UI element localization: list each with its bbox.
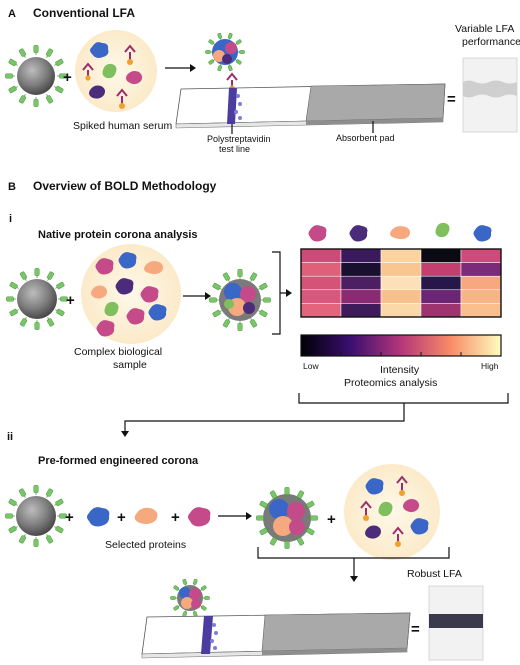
intensity-colorbar (300, 334, 502, 357)
nanoparticle-icon (6, 268, 68, 330)
heatmap-cell (380, 262, 422, 277)
serum-label: Spiked human serum (73, 120, 172, 132)
variable-band (463, 80, 517, 98)
streptavidin-icon (234, 94, 242, 120)
robust-band (429, 614, 483, 628)
heatmap-cell (380, 275, 422, 291)
proteomics-label: Proteomics analysis (344, 377, 437, 389)
heatmap-cell (420, 262, 462, 277)
corona-nanoparticle-icon (209, 269, 271, 331)
heatmap-cell (420, 248, 462, 263)
heatmap-cell (300, 303, 342, 318)
test-line (227, 88, 237, 124)
coated-nanoparticle-icon (205, 32, 245, 72)
bracket-proteomics (124, 393, 509, 432)
spiked-serum-icon (75, 30, 157, 112)
nanoparticle-icon (5, 485, 67, 547)
robust-label: Robust LFA (407, 568, 462, 580)
heatmap-cell (420, 289, 462, 304)
heatmap-cell (340, 289, 382, 304)
test-line (201, 616, 213, 654)
heatmap-cell (460, 248, 502, 263)
variable-label-2: performance (462, 36, 520, 48)
heatmap-cell (380, 289, 422, 304)
serum-circle-ii-icon (344, 464, 440, 560)
selected-protein-orange-icon (134, 507, 158, 524)
engineered-corona-icon (256, 487, 318, 549)
selected-proteins-label: Selected proteins (105, 539, 186, 551)
heatmap-cell (340, 303, 382, 318)
step-ii-numeral: ii (7, 431, 13, 443)
heatmap-cell (340, 262, 382, 277)
selected-protein-blue-icon (87, 507, 110, 527)
panel-a-title: Conventional LFA (33, 6, 135, 20)
sample-label-2: sample (113, 359, 147, 371)
lfa-strip-b (141, 612, 411, 659)
heatmap-cell (380, 248, 422, 263)
plus-sign: + (66, 292, 75, 309)
heatmap-cell (420, 275, 462, 291)
plus-sign: + (63, 69, 72, 86)
heatmap-cell (460, 289, 502, 304)
test-line-label: Polystreptavidin (207, 134, 271, 144)
streptavidin-icon (210, 623, 218, 650)
plus-sign: + (65, 509, 74, 526)
plus-sign: + (171, 509, 180, 526)
colorbar-high-label: High (481, 361, 499, 371)
bracket-i (272, 251, 288, 335)
heatmap-cell (380, 303, 422, 318)
equals-sign: = (411, 621, 420, 638)
absorbent-pad-label: Absorbent pad (336, 133, 395, 143)
equals-sign: = (447, 91, 456, 108)
heatmap-cell (300, 275, 342, 291)
lfa-strip-a (175, 83, 446, 129)
step-i-numeral: i (9, 213, 12, 225)
colorbar-low-label: Low (303, 361, 319, 371)
colorbar-title: Intensity (380, 364, 420, 376)
arrow-a-head (190, 64, 196, 72)
selected-protein-pink-icon (188, 507, 211, 527)
step-i-title: Native protein corona analysis (38, 229, 198, 241)
biological-sample-icon (81, 244, 181, 344)
panel-b-letter: B (8, 181, 16, 193)
heatmap-cell (460, 275, 502, 291)
heatmap-cell (300, 289, 342, 304)
heatmap-cell (300, 262, 342, 277)
step-ii-title: Pre-formed engineered corona (38, 455, 199, 467)
sample-label-1: Complex biological (74, 346, 162, 358)
heatmap-cell (340, 275, 382, 291)
heatmap-cell (420, 303, 462, 318)
heatmap-cell (460, 262, 502, 277)
test-line-label-2: test line (219, 144, 250, 154)
bracket-ii (257, 547, 450, 577)
heatmap-cell (300, 248, 342, 263)
panel-b-title: Overview of BOLD Methodology (33, 179, 217, 193)
panel-a-letter: A (8, 8, 16, 20)
variable-label-1: Variable LFA (455, 23, 514, 35)
protein-header-icons (308, 222, 492, 242)
heatmap (300, 248, 502, 318)
heatmap-cell (460, 303, 502, 318)
coated-nanoparticle-icon (170, 578, 210, 618)
nanoparticle-icon (5, 45, 67, 107)
plus-sign: + (117, 509, 126, 526)
plus-sign: + (327, 511, 336, 528)
heatmap-cell (340, 248, 382, 263)
